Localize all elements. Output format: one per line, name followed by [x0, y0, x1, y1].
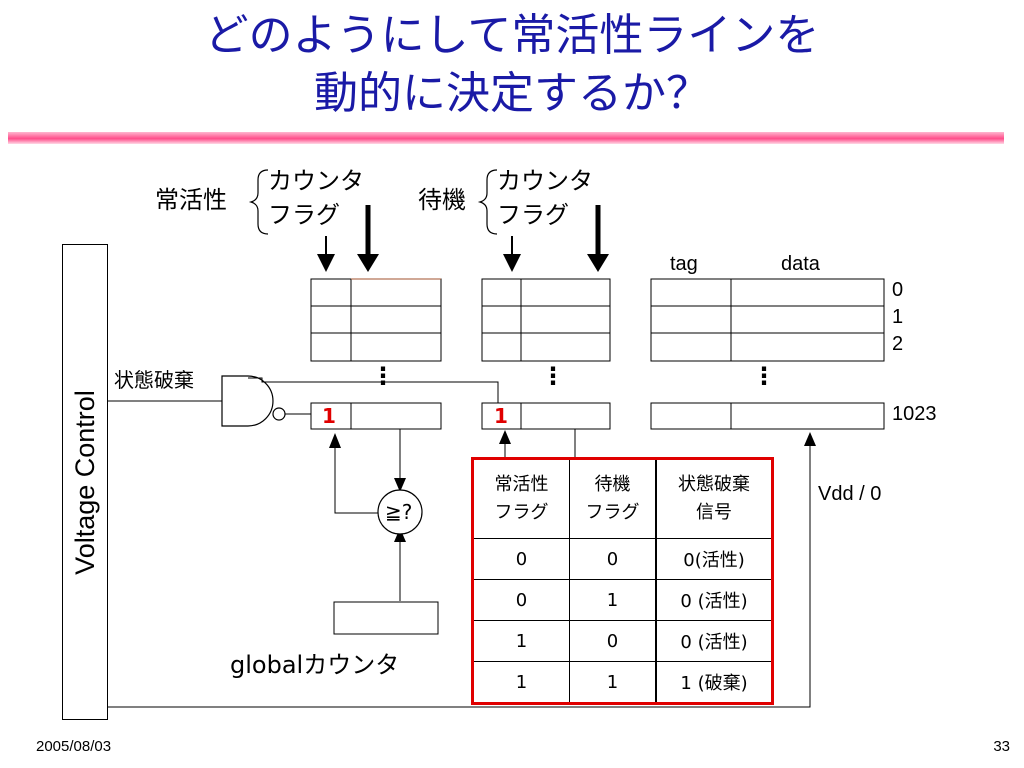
- standby-flag-bit: 1: [494, 404, 508, 428]
- table-cell: 1: [472, 620, 570, 662]
- data-header: data: [781, 253, 820, 275]
- and-gate: [221, 375, 286, 427]
- vdd-label: Vdd / 0: [818, 483, 882, 505]
- table-cell: 1: [569, 579, 657, 621]
- standby-array: [481, 278, 611, 430]
- table-cell: 1 (破棄): [655, 661, 773, 704]
- always-active-brace: [248, 169, 269, 235]
- state-destroy-label: 状態破棄: [114, 368, 194, 392]
- table-cell: 0(活性): [655, 538, 773, 580]
- comparator-circle: [377, 489, 423, 535]
- standby-counter-label: カウンタ: [497, 167, 593, 195]
- ellipsis-standby: ⋮: [541, 362, 565, 390]
- global-counter-box: [333, 601, 439, 635]
- standby-brace: [477, 169, 498, 235]
- always-active-array: [310, 278, 442, 430]
- table-cell: 0: [569, 620, 657, 662]
- header-state-destroy-signal: 状態破棄 信号: [655, 458, 773, 539]
- row-index-2: 2: [892, 333, 904, 355]
- tag-header: tag: [670, 253, 698, 275]
- always-active-label: 常活性: [155, 186, 227, 214]
- table-cell: 0 (活性): [655, 620, 773, 662]
- slide-title-line1: どのようにして常活性ラインを: [204, 10, 820, 61]
- truth-table: 常活性 フラグ 待機 フラグ 状態破棄 信号 0 0 0(活性) 0 1 0 (…: [471, 457, 774, 705]
- ellipsis-tag-data: ⋮: [752, 362, 776, 390]
- always-active-counter-label: カウンタ: [268, 167, 364, 195]
- row-index-1023: 1023: [892, 403, 937, 425]
- standby-label: 待機: [418, 186, 466, 214]
- voltage-control-label: Voltage Control: [69, 389, 100, 575]
- table-cell: 0 (活性): [655, 579, 773, 621]
- header-standby-flag: 待機 フラグ: [569, 458, 657, 539]
- tag-data-array: [650, 278, 885, 430]
- table-cell: 1: [472, 661, 570, 704]
- table-cell: 0: [472, 579, 570, 621]
- row-index-1: 1: [892, 306, 904, 328]
- wires: [108, 377, 811, 708]
- table-row: 0 0 0(活性): [472, 538, 773, 580]
- slide-title-line2: 動的に決定するか？: [314, 68, 710, 119]
- always-active-flag-bit: 1: [322, 404, 336, 428]
- table-row: 1 0 0 (活性): [472, 620, 773, 662]
- title-divider: [8, 132, 1004, 144]
- row-index-0: 0: [892, 279, 904, 301]
- always-active-flag-label: フラグ: [268, 201, 340, 229]
- comparator-label: ≧?: [385, 500, 413, 524]
- standby-flag-label: フラグ: [497, 201, 569, 229]
- arrowheads: [329, 430, 816, 542]
- ellipsis-always-active: ⋮: [371, 362, 395, 390]
- header-always-active-flag: 常活性 フラグ: [472, 458, 570, 539]
- voltage-control-box: Voltage Control: [62, 244, 108, 720]
- table-cell: 0: [472, 538, 570, 580]
- table-row: 0 1 0 (活性): [472, 579, 773, 621]
- input-arrows: [317, 205, 609, 272]
- table-cell: 0: [569, 538, 657, 580]
- footer-date: 2005/08/03: [36, 738, 112, 755]
- table-cell: 1: [569, 661, 657, 704]
- global-counter-label: globalカウンタ: [230, 651, 400, 679]
- truth-table-header-row: 常活性 フラグ 待機 フラグ 状態破棄 信号: [472, 458, 773, 539]
- page-number: 33: [993, 738, 1010, 755]
- table-row: 1 1 1 (破棄): [472, 661, 773, 704]
